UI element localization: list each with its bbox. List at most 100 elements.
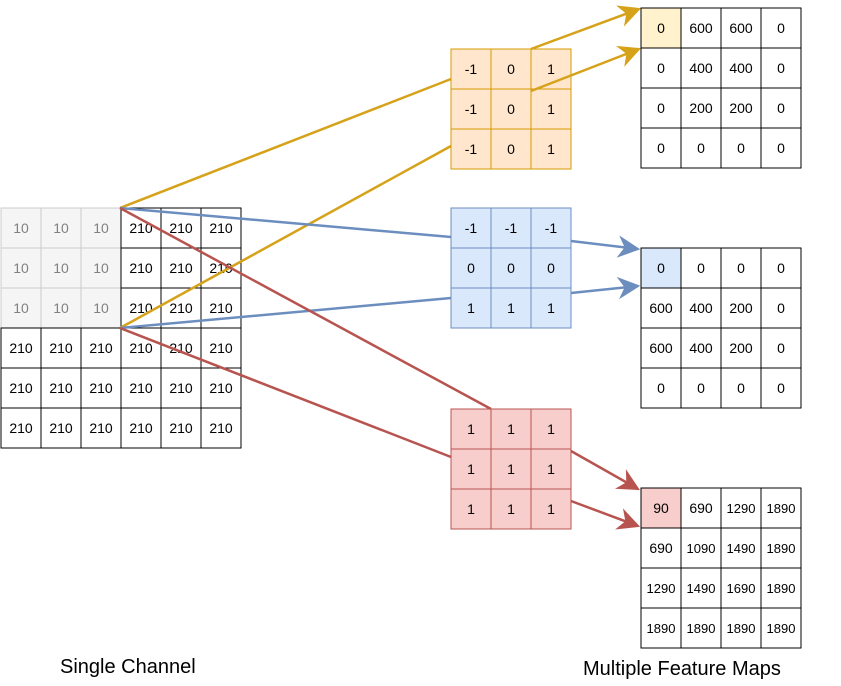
input-cell-value: 210 [169,380,193,396]
feature-map-cell-value: 0 [777,260,785,276]
feature-map-cell-box [720,87,762,129]
input-cell: 210 [120,367,162,409]
feature-map-cell-value: 0 [657,140,665,156]
kernel-cell: 0 [450,247,492,289]
input-cell-box [40,247,82,289]
feature-map-cell: 600 [640,327,682,369]
input-cell-box [160,367,202,409]
kernel-cell-value: 1 [547,501,555,517]
feature-map-cell-value: 400 [689,300,713,316]
input-cell-box [80,207,122,249]
feature-map-cell-box [720,527,762,569]
feature-map-cell: 690 [680,487,722,529]
input-cell: 210 [80,407,122,449]
feature-map-cell: 0 [640,127,682,169]
connector-red-bottom [119,326,452,459]
kernel-cell: -1 [450,207,492,249]
feature-map-cell: 0 [720,367,762,409]
feature-map-cell: 200 [720,87,762,129]
kernel-cell-box [450,48,492,90]
input-cell-value: 10 [13,300,29,316]
input-cell: 10 [0,287,42,329]
feature-map-cell-box [640,7,682,49]
kernel-cell-box [530,287,572,329]
kernel-cell: 1 [490,287,532,329]
input-cell-value: 10 [93,300,109,316]
kernel-cell: 1 [530,128,572,170]
kernel-cell: -1 [450,48,492,90]
kernel-cell: 0 [490,88,532,130]
input-cell-value: 210 [209,300,233,316]
input-cell-value: 10 [53,220,69,236]
input-cell-box [40,367,82,409]
feature-map-cell: 400 [680,327,722,369]
feature-map-cell-value: 0 [777,340,785,356]
input-cell-box [40,287,82,329]
feature-map-cell: 1490 [680,567,722,609]
input-cell-value: 210 [89,340,113,356]
feature-map-cell-value: 0 [777,300,785,316]
input-cell: 210 [0,367,42,409]
kernel-cell-value: 1 [467,501,475,517]
kernel-cell: 0 [490,48,532,90]
input-cell: 210 [120,247,162,289]
feature-map-cell-value: 400 [729,60,753,76]
feature-map-cell-box [680,127,722,169]
feature-map-cell-value: 1890 [767,541,796,556]
feature-map-cell-box [680,607,722,649]
feature-map-cell-value: 1890 [767,621,796,636]
input-cell: 10 [0,207,42,249]
feature-maps-label: Multiple Feature Maps [583,658,781,680]
feature-map-cell-value: 1890 [647,621,676,636]
input-cell: 210 [40,367,82,409]
input-cell-box [0,247,42,289]
kernel-cell-value: 1 [467,300,475,316]
input-cell: 210 [200,207,242,249]
feature-map-cell-value: 90 [653,500,669,516]
kernel-cell-value: 1 [547,461,555,477]
feature-map-cell-value: 1890 [727,621,756,636]
feature-map-cell: 600 [640,287,682,329]
kernel-cell: 1 [450,488,492,530]
feature-map-cell-value: 1890 [687,621,716,636]
input-cell: 210 [80,367,122,409]
feature-map-cell: 200 [720,287,762,329]
feature-map-cell-value: 400 [689,340,713,356]
feature-map-cell-box [760,127,802,169]
feature-map-cell-value: 0 [777,60,785,76]
feature-map-cell: 600 [680,7,722,49]
feature-map-cell: 1290 [640,567,682,609]
feature-map-cell-value: 0 [697,140,705,156]
feature-map-cell: 600 [720,7,762,49]
kernel-cell-value: -1 [465,101,478,117]
feature-map-cell-box [680,287,722,329]
feature-map-cell: 0 [640,87,682,129]
connector-blue-top [119,206,452,239]
input-cell: 210 [160,247,202,289]
feature-map-cell-value: 0 [657,20,665,36]
feature-map-cell-value: 0 [697,260,705,276]
feature-map-cell-value: 600 [729,20,753,36]
input-cell-value: 210 [169,420,193,436]
input-cell-value: 210 [129,300,153,316]
input-cell-value: 210 [9,340,33,356]
feature-map-cell-value: 0 [657,60,665,76]
kernel-cell-value: 1 [467,461,475,477]
kernel-cell-value: 1 [507,461,515,477]
feature-map-cell-box [720,367,762,409]
feature-map-cell: 0 [760,87,802,129]
feature-map-cell-value: 0 [657,100,665,116]
kernel-cell-value: 0 [467,260,475,276]
feature-map-cell: 0 [760,327,802,369]
feature-map-cell: 200 [680,87,722,129]
input-cell: 210 [120,287,162,329]
feature-map-cell-box [760,527,802,569]
connector-blue-bottom [119,296,452,330]
connector-orange-bottom [119,144,452,330]
kernel-cell: 0 [490,247,532,289]
connector-orange-top [119,77,452,210]
input-cell-box [160,327,202,369]
